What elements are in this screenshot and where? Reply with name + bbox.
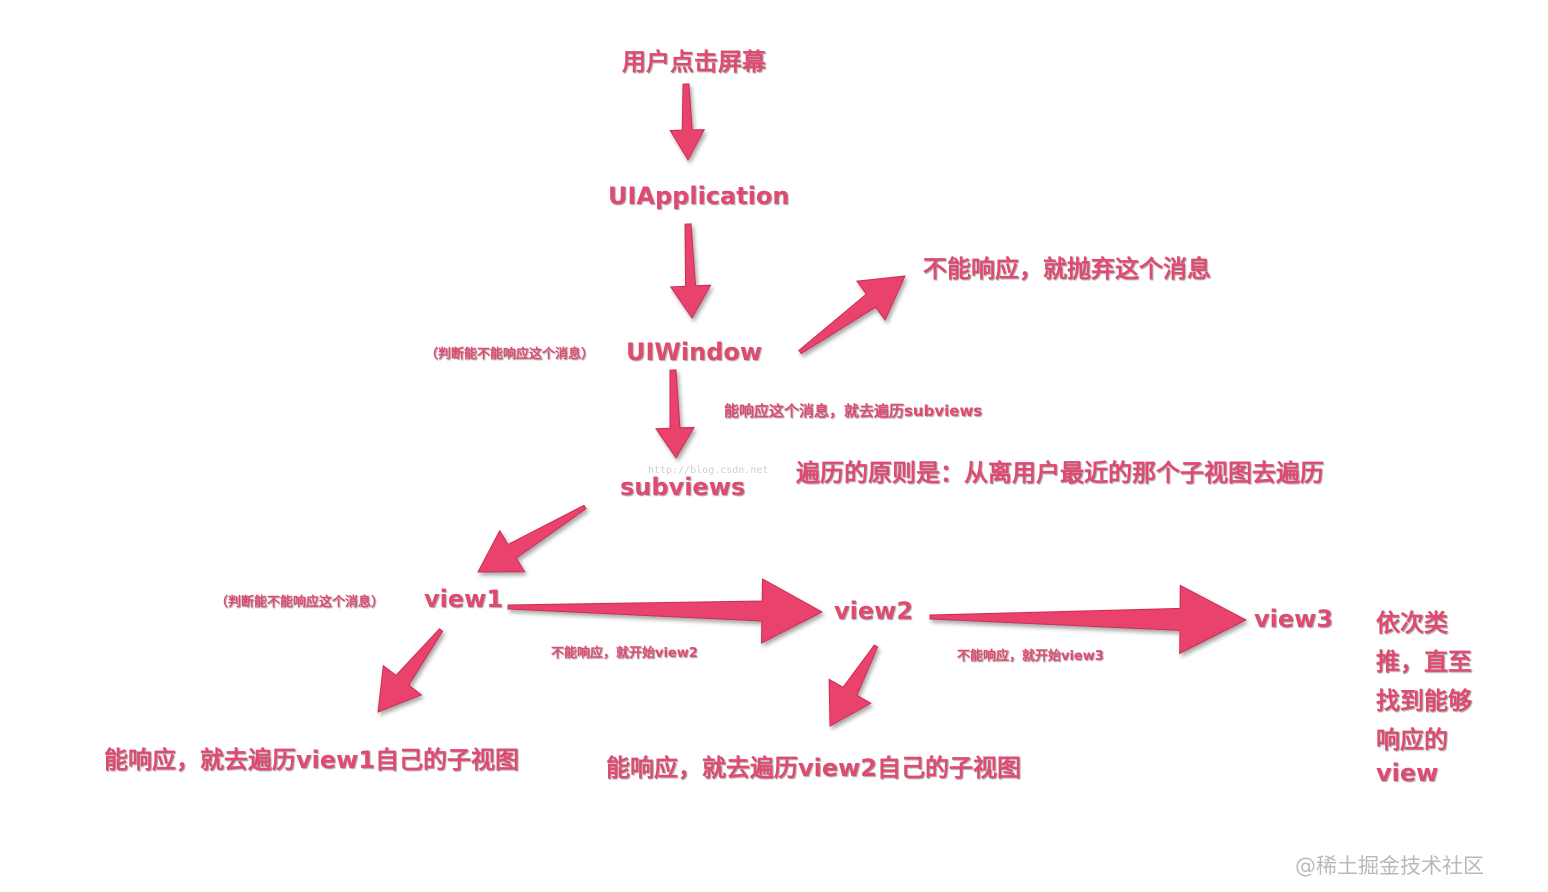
arrow-app-to-window	[669, 223, 712, 319]
arrow-view1-to-children	[377, 628, 444, 713]
note-and-so-on-2: 推，直至	[1376, 648, 1472, 676]
note-and-so-on-4: 响应的	[1376, 726, 1448, 754]
node-user-tap: 用户点击屏幕	[622, 48, 766, 76]
arrow-window-to-subviews	[655, 369, 695, 459]
note-traverse-rule: 遍历的原则是：从离用户最近的那个子视图去遍历	[796, 459, 1324, 487]
note-start-view2: 不能响应，就开始view2	[551, 646, 698, 661]
arrow-view2-to-children	[828, 644, 879, 727]
note-view1-check: （判断能不能响应这个消息）	[215, 595, 385, 610]
juejin-watermark: @稀土掘金技术社区	[1295, 854, 1484, 878]
arrow-subviews-to-view1	[477, 504, 587, 573]
note-view2-children: 能响应，就去遍历view2自己的子视图	[606, 754, 1022, 782]
csdn-url-watermark: http://blog.csdn.net	[648, 465, 769, 476]
node-uiwindow: UIWindow	[626, 338, 763, 366]
node-view3: view3	[1254, 605, 1334, 633]
node-view2: view2	[834, 597, 914, 625]
note-window-check: （判断能不能响应这个消息）	[425, 347, 595, 362]
note-discard: 不能响应，就抛弃这个消息	[923, 255, 1211, 283]
node-uiapplication: UIApplication	[608, 182, 790, 210]
note-traverse-subviews: 能响应这个消息，就去遍历subviews	[724, 402, 983, 420]
note-view1-children: 能响应，就去遍历view1自己的子视图	[104, 746, 520, 774]
arrow-tap-to-app	[669, 83, 706, 162]
note-and-so-on-3: 找到能够	[1376, 687, 1472, 715]
node-subviews: subviews	[620, 473, 746, 501]
note-and-so-on-5: view	[1376, 759, 1439, 787]
note-and-so-on-1: 依次类	[1376, 609, 1448, 637]
node-view1: view1	[424, 585, 504, 613]
arrow-view1-to-view2	[507, 578, 824, 644]
arrow-window-to-discard	[798, 275, 906, 355]
arrow-view2-to-view3	[929, 584, 1248, 655]
note-start-view3: 不能响应，就开始view3	[957, 649, 1104, 664]
